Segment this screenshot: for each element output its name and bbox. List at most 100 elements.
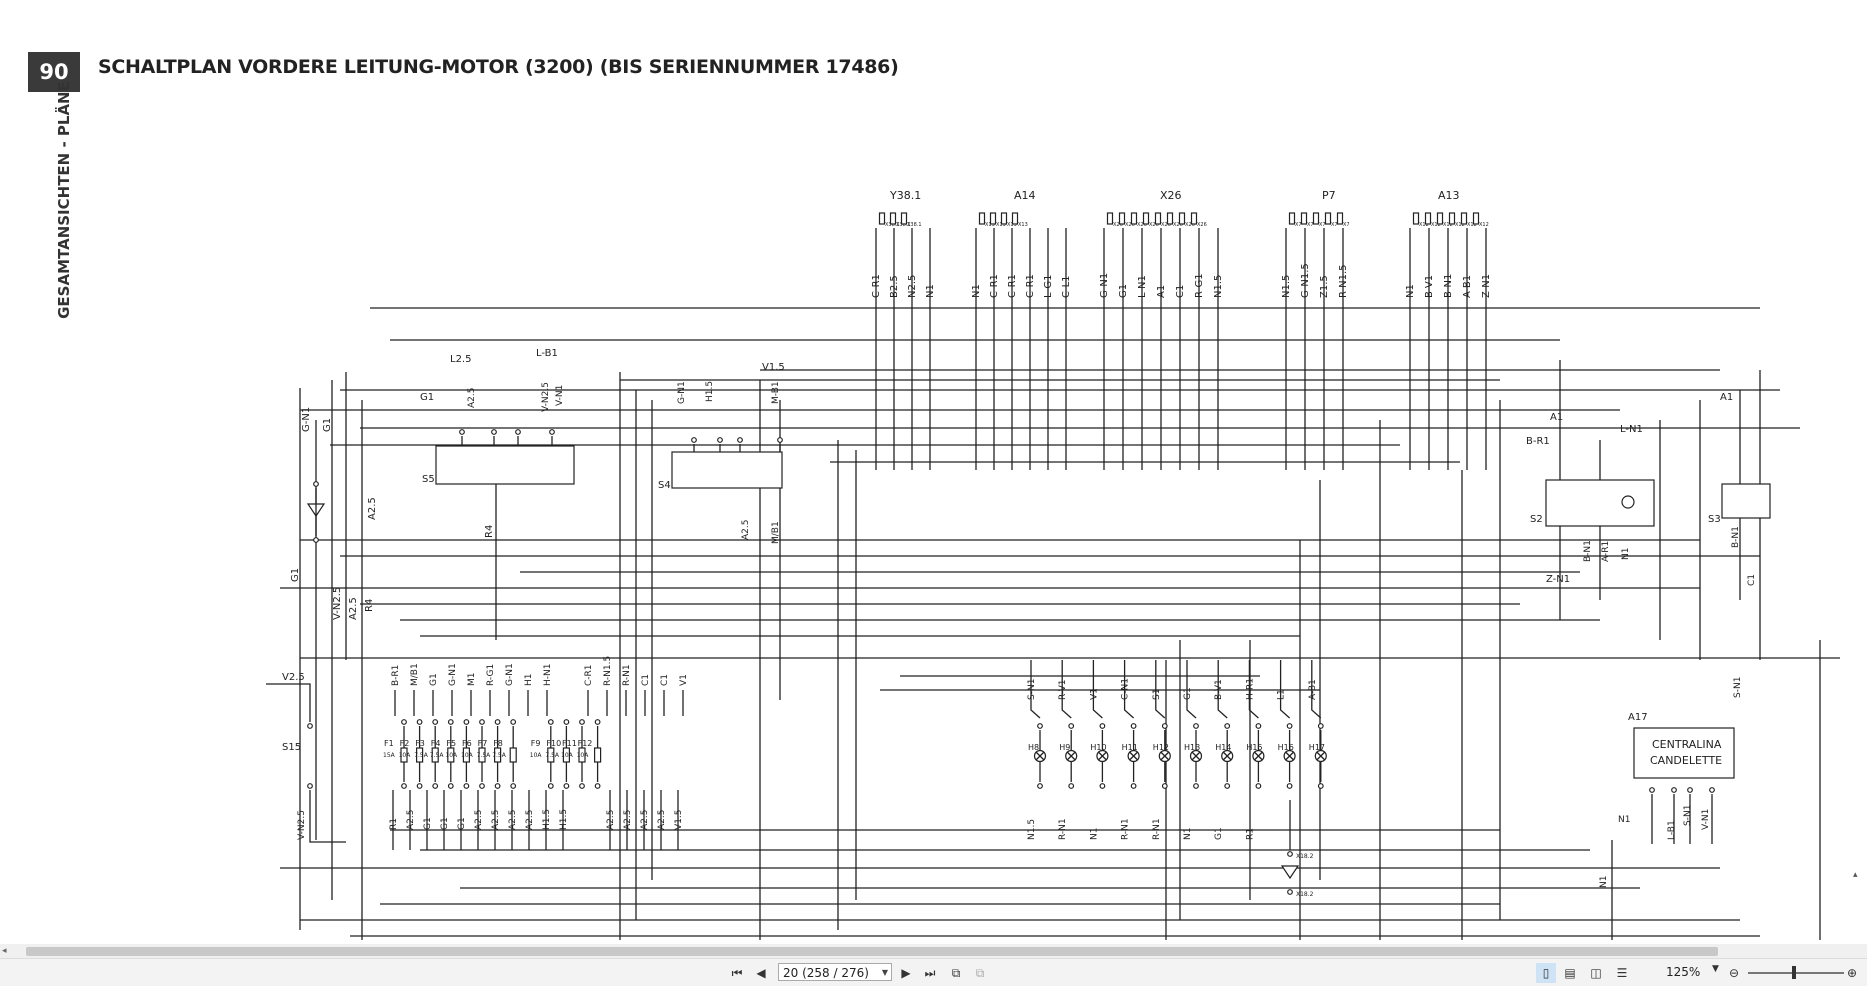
control-unit-box (1633, 727, 1735, 779)
switch-label: S4 (658, 480, 671, 491)
wire-label: V1.5 (674, 810, 684, 830)
connector-pin (447, 719, 454, 725)
connector-pin (307, 783, 313, 789)
wire-label: A2.5 (348, 597, 359, 620)
page-number-badge: 90 (28, 52, 80, 92)
wire-label: A2.5 (525, 810, 535, 830)
connector-port-label: X38.1 (907, 222, 922, 228)
chevron-down-icon[interactable]: ▼ (881, 968, 888, 977)
zoom-level[interactable]: 125% (1666, 965, 1701, 979)
scroll-up-icon[interactable]: ▴ (1853, 870, 1858, 880)
connector-pin (1068, 783, 1075, 789)
wire-label: G1 (429, 673, 439, 686)
wire-label: G-N1 (677, 381, 687, 404)
fuse-label: F9 (531, 739, 541, 748)
wire-label: A2.5 (367, 497, 378, 520)
connector-pin (978, 212, 986, 225)
wire-label: R1 (1245, 828, 1255, 840)
connector-pin (1687, 787, 1693, 793)
zoom-dropdown-icon[interactable]: ▼ (1712, 964, 1719, 974)
switch-S2-body (1545, 479, 1655, 527)
zoom-slider[interactable] (1748, 972, 1844, 974)
connector-pin (989, 212, 997, 225)
fuse-rating-label: 10A (530, 752, 543, 759)
zoom-in-icon[interactable]: ⊕ (1846, 966, 1858, 980)
wire-label: N1 (1183, 828, 1193, 840)
two-page-view-icon[interactable]: ◫ (1590, 966, 1602, 980)
first-page-icon[interactable]: ⏮ (731, 965, 743, 980)
connector-pin (900, 212, 908, 225)
single-page-view-icon[interactable]: ▯ (1536, 963, 1556, 983)
connector-port-label: X38.1 (885, 222, 900, 228)
next-page-icon[interactable]: ▶ (901, 966, 911, 980)
fuse-rating-label: 7.5A (545, 752, 560, 759)
connector-port-label: X7 (1295, 222, 1302, 228)
zoom-out-icon[interactable]: ⊖ (1728, 966, 1740, 980)
connector-pin (563, 719, 570, 725)
paste-page-icon[interactable]: ⧉ (975, 965, 985, 980)
connector-pin (1287, 889, 1293, 895)
connector-pin (1460, 212, 1468, 225)
page-number-field[interactable]: 20 (258 / 276) ▼ (778, 963, 892, 981)
zoom-slider-handle[interactable] (1792, 966, 1796, 979)
copy-page-icon[interactable]: ⧉ (951, 965, 961, 980)
horizontal-scrollbar[interactable]: ◂ (0, 944, 1867, 958)
connector-pin (737, 437, 743, 443)
connector-pin (1448, 212, 1456, 225)
wire-label: N1 (1599, 876, 1609, 888)
scroll-left-icon[interactable]: ◂ (2, 946, 7, 956)
wire-label: A1 (1720, 392, 1733, 403)
fuse-F8 (509, 747, 517, 763)
lamp-cross (1222, 751, 1232, 761)
wire (1123, 660, 1135, 719)
connector-port-label: X26 (1149, 222, 1159, 228)
last-page-icon[interactable]: ⏭ (924, 965, 936, 980)
lamp-cross (1129, 751, 1139, 761)
connector-pin (1142, 212, 1150, 225)
wire (1311, 660, 1322, 719)
connector-port-label: X7 (1331, 222, 1338, 228)
connector-pin (463, 783, 470, 789)
document-viewport[interactable]: 90 SCHALTPLAN VORDERE LEITUNG-MOTOR (320… (0, 0, 1867, 946)
scrollbar-thumb[interactable] (26, 947, 1718, 956)
wire-label: B-N1 (1731, 526, 1741, 548)
fuse-F12 (593, 747, 602, 763)
wire-label: S1 (1152, 689, 1162, 700)
wire-label: A2.5 (467, 388, 477, 408)
wire-label: H-R1 (1245, 678, 1255, 700)
page-number-value: 20 (258 / 276) (783, 966, 869, 980)
connector-pin (1649, 787, 1655, 793)
connector-pin (510, 719, 517, 725)
connector-pin (1099, 783, 1106, 789)
connector-pin (1154, 212, 1162, 225)
connector-pin (1671, 787, 1677, 793)
wire-label: L-B1 (1667, 820, 1677, 840)
wire-label: M/B1 (771, 521, 781, 544)
connector-pin (1193, 783, 1199, 789)
connector-pin (1193, 723, 1199, 729)
connector-pin (1472, 212, 1480, 225)
wire-label: A2.5 (474, 810, 484, 830)
wire-label: G1 (1214, 827, 1224, 840)
connector-pin (579, 783, 585, 789)
wire-label: L-B1 (536, 348, 558, 359)
connector-pin (1166, 212, 1174, 225)
connector-port-label: X26 (1173, 222, 1183, 228)
book-view-icon[interactable]: ☰ (1616, 966, 1628, 980)
continuous-view-icon[interactable]: ▤ (1564, 966, 1576, 980)
connector-port-label: X13 (996, 222, 1006, 228)
prev-page-icon[interactable]: ◀ (756, 966, 766, 980)
wire-label: C-R1 (584, 664, 594, 686)
fuse-rating-label: 7.5A (492, 752, 507, 759)
connector-pin (494, 783, 501, 789)
control-unit-label: CENTRALINA (1652, 738, 1722, 751)
wire-label: M1 (467, 673, 477, 687)
switch-label: S3 (1708, 514, 1721, 525)
wire-label: H1 (524, 674, 534, 687)
connector-pin (1224, 723, 1231, 729)
connector-pin (691, 437, 697, 443)
wire-label: A2.5 (491, 810, 501, 830)
connector-pin (547, 719, 554, 725)
wire-label: V1.5 (762, 362, 785, 373)
wire-label: L2.5 (450, 354, 471, 365)
